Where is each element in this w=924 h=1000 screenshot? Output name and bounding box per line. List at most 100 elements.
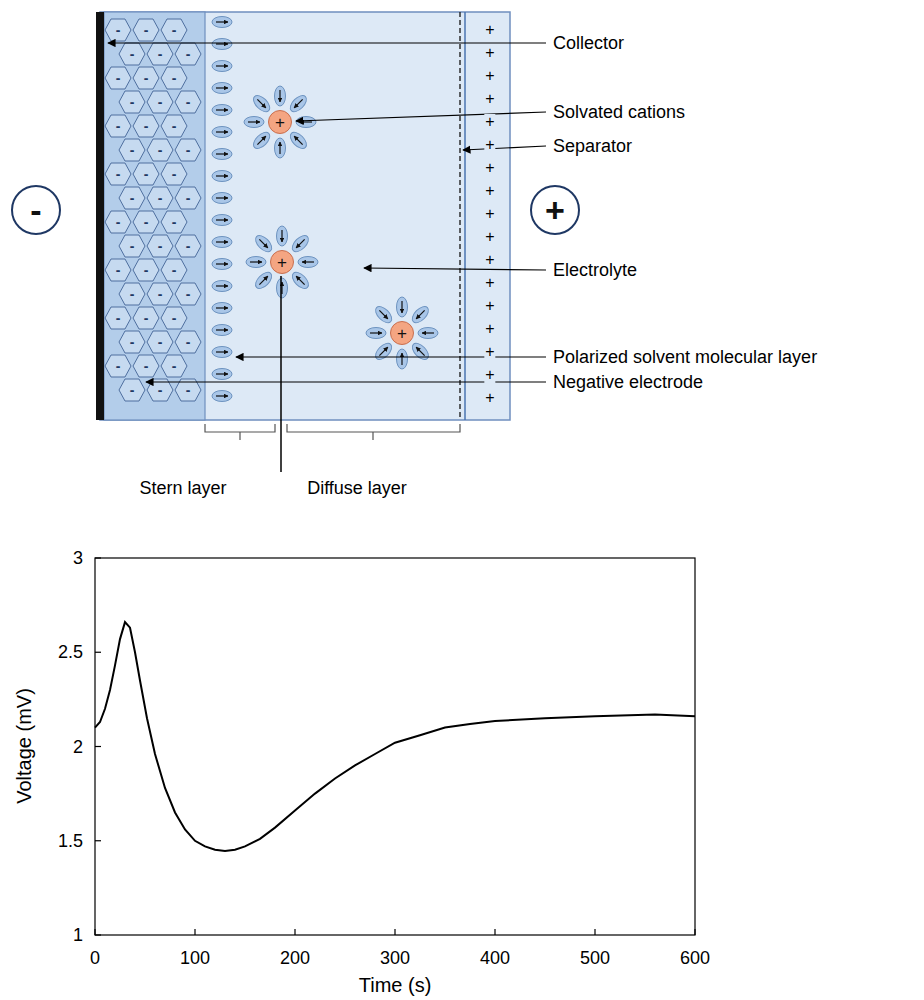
solvent-molecule [212, 149, 232, 160]
electrode-region [104, 12, 205, 420]
charge-sign: - [185, 383, 192, 397]
stern-bracket [205, 424, 275, 440]
electrode-particle [175, 139, 201, 161]
solvent-molecule [212, 347, 232, 358]
boundary-line [280, 276, 282, 472]
axis-tick-label: 2 [73, 736, 83, 757]
electrode-particle [105, 163, 131, 185]
solvent-molecule [253, 233, 275, 255]
charge-sign: - [157, 383, 164, 397]
charge-sign: - [143, 311, 150, 325]
texture-stroke [212, 281, 232, 292]
axis-tick-label: 2.5 [58, 642, 83, 663]
electrode-particle [133, 259, 159, 281]
solvent-molecule [373, 340, 395, 362]
x-tick [494, 929, 495, 935]
x-tick [694, 929, 695, 935]
cation-circle: + [268, 110, 292, 134]
texture-stroke [275, 86, 286, 106]
texture-stroke [212, 17, 232, 28]
dipole-arrow [216, 87, 228, 88]
electrolyte-region [100, 12, 510, 420]
texture-stroke [409, 340, 431, 362]
cation-circle: + [390, 321, 414, 345]
electrode-particle [105, 115, 131, 137]
x-tick [594, 929, 595, 935]
node-text: + [397, 325, 407, 342]
x-tick [294, 929, 295, 935]
y-tick [95, 557, 101, 558]
charge-sign: - [171, 167, 178, 181]
texture-stroke [287, 93, 309, 115]
x-tick [194, 929, 195, 935]
electrode-particle [175, 43, 201, 65]
solvent-molecule [212, 105, 232, 116]
texture-stroke [212, 105, 232, 116]
texture-stroke [244, 117, 264, 128]
dipole-arrow [401, 353, 402, 365]
electrode-particle [119, 379, 145, 401]
dipole-arrow [279, 90, 280, 102]
charge-sign: - [115, 167, 122, 181]
dipole-arrow [302, 261, 314, 262]
texture-stroke [253, 269, 275, 291]
bracket-label: Diffuse layer [307, 478, 407, 499]
electrode-particle [133, 355, 159, 377]
electrode-particle [105, 211, 131, 233]
texture-stroke [246, 257, 266, 268]
electrode-particle [161, 67, 187, 89]
solvent-molecule [296, 117, 316, 128]
charge-sign: + [484, 321, 495, 337]
texture-stroke [212, 237, 232, 248]
texture-stroke [397, 297, 408, 317]
axis-tick-label: 100 [180, 948, 210, 969]
dipole-arrow [216, 65, 228, 66]
solvent-molecule [397, 349, 408, 369]
charge-sign: - [185, 239, 192, 253]
x-tick [394, 929, 395, 935]
charge-sign: + [484, 367, 495, 383]
voltage-curve [95, 622, 695, 851]
charge-sign: - [115, 215, 122, 229]
charge-sign: - [129, 383, 136, 397]
charge-sign: - [185, 191, 192, 205]
electrode-particle [175, 91, 201, 113]
solvent-molecule [246, 257, 266, 268]
dipole-arrow [250, 261, 262, 262]
solvent-molecule [244, 117, 264, 128]
solvent-molecule [366, 328, 386, 339]
electrode-particle [119, 331, 145, 353]
charge-sign: + [484, 68, 495, 84]
callout-label: Negative electrode [553, 372, 703, 393]
charge-sign: - [143, 71, 150, 85]
electrode-particle [119, 187, 145, 209]
dipole-arrow [257, 136, 265, 144]
solvent-molecule [212, 193, 232, 204]
charge-sign: - [115, 263, 122, 277]
charge-sign: + [484, 45, 495, 61]
charge-sign: - [157, 287, 164, 301]
dipole-arrow [379, 347, 387, 355]
solvent-molecule [251, 129, 273, 151]
plot-frame [95, 558, 695, 935]
charge-sign: - [129, 95, 136, 109]
texture-stroke [251, 93, 273, 115]
electrode-particle [119, 43, 145, 65]
electrode-particle [147, 43, 173, 65]
axis-title: Voltage (mV) [13, 688, 36, 804]
electrode-particle [147, 139, 173, 161]
charge-sign: - [129, 47, 136, 61]
charge-sign: - [171, 119, 178, 133]
electrode-particle [161, 115, 187, 137]
charge-sign: - [115, 311, 122, 325]
charge-sign: - [143, 119, 150, 133]
axis-tick-label: 500 [580, 948, 610, 969]
solvent-molecule [212, 171, 232, 182]
solvent-molecule [212, 369, 232, 380]
solvent-molecule [277, 278, 288, 298]
charge-sign: - [171, 311, 178, 325]
texture-stroke [212, 347, 232, 358]
texture-stroke [289, 233, 311, 255]
electrode-particle [161, 19, 187, 41]
